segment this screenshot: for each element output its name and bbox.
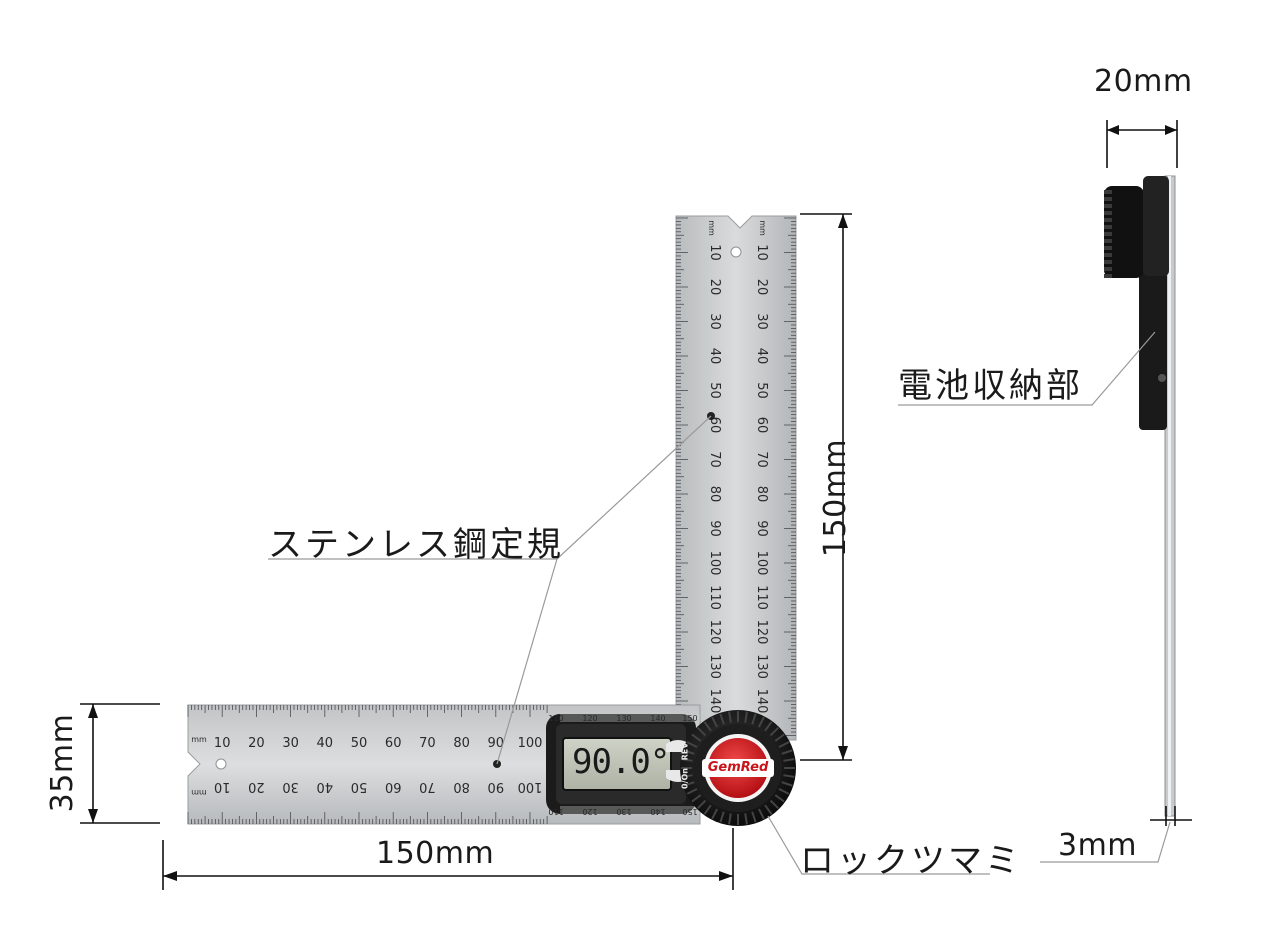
ruler-number: 60: [385, 779, 402, 794]
dim-blade-width: 35mm: [45, 713, 80, 813]
display-scale-number: 110: [548, 807, 563, 816]
lock-knob[interactable]: [680, 710, 796, 826]
horizontal-ruler-numbers-top: 10 20 30 40 50 60 70 80 90 100 mm: [191, 735, 542, 751]
display-scale-number: 140: [650, 714, 665, 723]
display-scale-number: 150: [682, 807, 697, 816]
brand-logo: GemRed: [707, 760, 769, 775]
horizontal-ruler-ticks-bottom: [187, 812, 548, 824]
callout-battery: 電池収納部: [898, 366, 1083, 406]
ruler-number: 40: [707, 348, 722, 365]
ruler-unit: mm: [191, 788, 207, 797]
rev-button-label: REV: [680, 742, 690, 761]
ruler-number: 70: [707, 451, 722, 468]
display-scale-bottom: 110 120 130 140 150: [548, 807, 697, 816]
lcd-reading: 90.0°: [572, 742, 670, 782]
dim-vertical-length: 150mm: [818, 438, 853, 558]
ruler-unit: mm: [707, 220, 716, 236]
ruler-number: 120: [754, 620, 769, 645]
ruler-number: 60: [754, 417, 769, 434]
digital-housing: 110 120 130 140 150 110 120 130 140 150: [546, 714, 700, 816]
ruler-number: 70: [419, 779, 436, 794]
ruler-number: 10: [214, 736, 231, 751]
ruler-number: 100: [707, 551, 722, 576]
ruler-number: 10: [754, 244, 769, 261]
ruler-number: 10: [707, 244, 722, 261]
horizontal-ruler-ticks-top: [187, 705, 548, 717]
display-scale-number: 150: [682, 714, 697, 723]
ruler-number: 30: [707, 313, 722, 330]
callout-ruler: ステンレス鋼定規: [268, 525, 564, 565]
callout-leaders: [268, 331, 1171, 875]
display-scale-number: 130: [616, 807, 631, 816]
display-scale-number: 130: [616, 714, 631, 723]
display-scale-number: 140: [650, 807, 665, 816]
ruler-number: 70: [754, 451, 769, 468]
ruler-number: 40: [317, 779, 334, 794]
ruler-number: 50: [351, 779, 368, 794]
vertical-ruler-numbers-right: 10 20 30 40 50 60 70 80 90 100 110 120 130 140 mm: [754, 220, 769, 713]
ruler-number: 20: [248, 779, 265, 794]
ruler-number: 50: [351, 736, 368, 751]
ruler-number: 100: [518, 736, 543, 751]
ruler-unit: mm: [758, 220, 767, 236]
ruler-number: 20: [248, 736, 265, 751]
hanging-hole: [730, 246, 742, 258]
dim-horizontal-length: 150mm: [376, 836, 495, 871]
dimension-lines: [80, 120, 1192, 890]
ruler-number: 90: [707, 520, 722, 537]
ruler-number: 110: [707, 585, 722, 610]
zero-on-button-label: 0/On: [680, 768, 690, 789]
ruler-number: 90: [488, 779, 505, 794]
ruler-number: 100: [518, 779, 543, 794]
side-profile: [1104, 175, 1176, 817]
vertical-ruler: 10 20 30 40 50 60 70 80 90 100 110 120 130 140 mm 10 20…: [675, 215, 797, 741]
hanging-hole: [215, 758, 227, 770]
callout-lock-knob: ロックツマミ: [800, 841, 1022, 881]
ruler-number: 90: [488, 736, 505, 751]
ruler-number: 100: [754, 551, 769, 576]
horizontal-ruler-numbers-bottom: 10 20 30 40 50 60 70 80 90 100 mm: [191, 779, 542, 797]
ruler-number: 30: [754, 313, 769, 330]
ruler-number: 140: [754, 689, 769, 714]
ruler-unit: mm: [191, 735, 207, 744]
ruler-number: 80: [453, 779, 470, 794]
ruler-number: 20: [707, 279, 722, 296]
ruler-number: 60: [385, 736, 402, 751]
ruler-number: 50: [707, 382, 722, 399]
ruler-number: 30: [282, 779, 299, 794]
display-scale-number: 120: [582, 807, 597, 816]
ruler-number: 70: [419, 736, 436, 751]
ruler-number: 130: [707, 654, 722, 679]
ruler-number: 80: [754, 486, 769, 503]
ruler-number: 60: [707, 417, 722, 434]
ruler-number: 120: [707, 620, 722, 645]
vertical-ruler-numbers-left: 10 20 30 40 50 60 70 80 90 100 110 120 130 140 mm: [707, 220, 722, 713]
ruler-number: 40: [317, 736, 334, 751]
display-scale-number: 120: [582, 714, 597, 723]
ruler-number: 80: [707, 486, 722, 503]
ruler-number: 10: [214, 779, 231, 794]
ruler-number: 90: [754, 520, 769, 537]
ruler-number: 20: [754, 279, 769, 296]
dim-thickness: 3mm: [1058, 828, 1138, 863]
display-scale-top: 110 120 130 140 150: [548, 714, 697, 723]
ruler-number: 80: [453, 736, 470, 751]
lcd-display: [562, 737, 672, 791]
ruler-number: 30: [282, 736, 299, 751]
ruler-number: 50: [754, 382, 769, 399]
vertical-ruler-ticks-right: [784, 217, 796, 736]
ruler-number: 110: [754, 585, 769, 610]
ruler-number: 40: [754, 348, 769, 365]
display-scale-number: 110: [548, 714, 563, 723]
ruler-number: 140: [707, 689, 722, 714]
dim-top-width: 20mm: [1094, 64, 1193, 99]
ruler-number: 130: [754, 654, 769, 679]
